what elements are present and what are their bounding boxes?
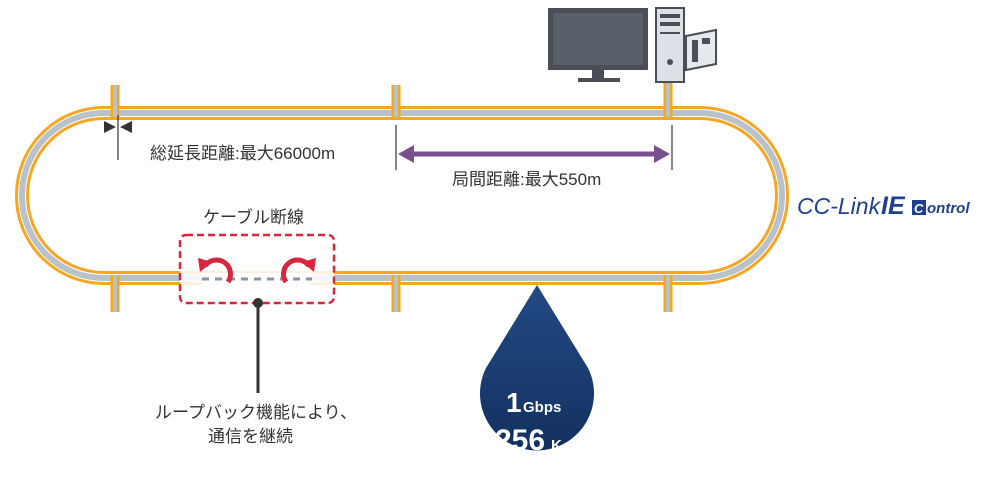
logo-cc-link-text: CC-Link	[797, 193, 882, 219]
cable-break-box	[178, 233, 336, 305]
arrowhead-left	[104, 121, 116, 133]
network-ring	[15, 106, 789, 285]
station-distance-label: 局間距離:最大550m	[452, 170, 601, 189]
tower-icon	[655, 7, 717, 83]
drop-cables	[110, 80, 673, 312]
total-distance-label: 総延長距離:最大66000m	[150, 144, 335, 163]
ring-orange-outer	[15, 106, 789, 285]
loopback-arrow-right-icon	[281, 257, 316, 284]
cc-link-ie-control-logo: CC-Link IE C ontrol	[797, 192, 970, 220]
loopback-arrow-left-icon	[198, 257, 233, 284]
logo-ie-text: IE	[881, 192, 906, 220]
logo-c-letter: C	[914, 201, 924, 216]
size-unit: K	[551, 437, 562, 454]
ring-white-gap	[18, 109, 786, 282]
total-distance-marker	[104, 115, 132, 160]
arrowhead-right	[120, 121, 132, 133]
station-distance-arrow	[395, 125, 673, 170]
speed-unit: Gbps	[523, 399, 561, 416]
loopback-label-line1: ループバック機能により、	[155, 403, 357, 422]
size-value: 256	[495, 424, 545, 457]
loopback-pointer	[253, 298, 263, 393]
cable-break-label: ケーブル断線	[203, 207, 304, 227]
performance-badge: 1 Gbps 256 K ワード	[480, 285, 594, 475]
size-word: ワード	[510, 458, 555, 475]
computer-icon	[548, 7, 717, 83]
loopback-label-line2: 通信を継続	[208, 427, 293, 446]
monitor-icon	[548, 8, 648, 82]
logo-ontrol-text: ontrol	[927, 200, 970, 217]
ring-gray-cable	[19, 110, 785, 281]
logo-c-box	[912, 200, 926, 215]
speed-value: 1	[506, 387, 522, 418]
